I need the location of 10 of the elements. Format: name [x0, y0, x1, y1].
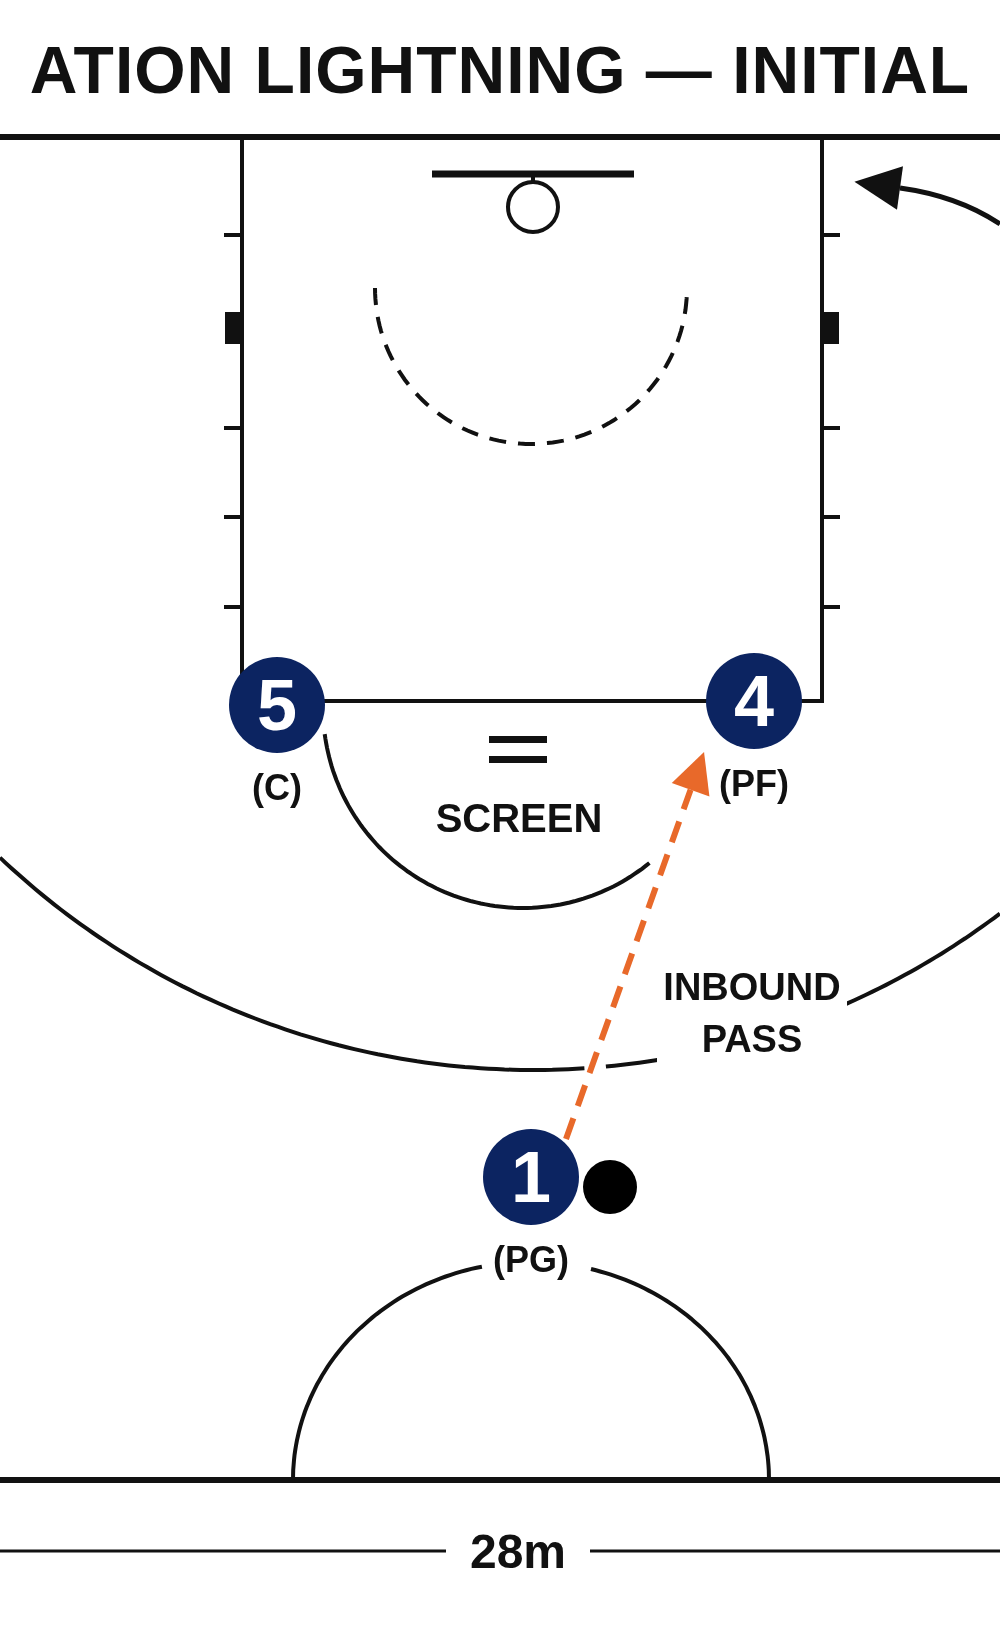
- pass-arrow: [563, 752, 710, 1140]
- screen-label: SCREEN: [435, 796, 603, 840]
- title: ATION LIGHTNING — INITIAL: [29, 35, 971, 105]
- position-label: (PF): [719, 764, 789, 804]
- player-circle: 4: [706, 653, 802, 749]
- player-circle: 1: [483, 1129, 579, 1225]
- player-circle: 5: [229, 657, 325, 753]
- dimension-label: 28m: [469, 1525, 567, 1579]
- position-label: (C): [252, 768, 302, 808]
- position-label: (PG): [493, 1240, 569, 1280]
